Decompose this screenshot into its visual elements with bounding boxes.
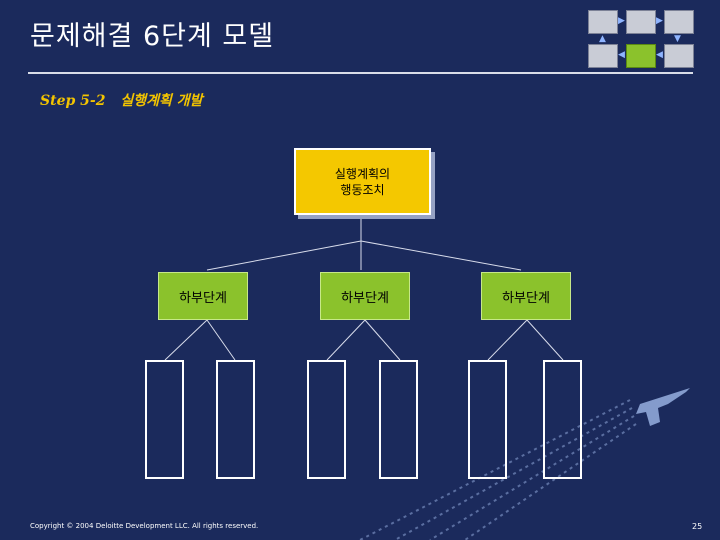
sub-step-node: 하부단계 bbox=[481, 272, 571, 320]
placeholder-box bbox=[216, 360, 255, 479]
copyright-notice: Copyright © 2004 Deloitte Development LL… bbox=[30, 522, 258, 530]
sub-step-node: 하부단계 bbox=[320, 272, 410, 320]
action-plan-line1: 실행계획의 bbox=[335, 166, 390, 182]
placeholder-box bbox=[379, 360, 418, 479]
sub-step-node: 하부단계 bbox=[158, 272, 248, 320]
placeholder-box bbox=[145, 360, 184, 479]
placeholder-box bbox=[307, 360, 346, 479]
action-plan-node: 실행계획의 행동조치 bbox=[294, 148, 431, 215]
placeholder-box bbox=[543, 360, 582, 479]
page-number: 25 bbox=[692, 522, 702, 531]
placeholder-box bbox=[468, 360, 507, 479]
action-plan-line2: 행동조치 bbox=[340, 182, 384, 198]
